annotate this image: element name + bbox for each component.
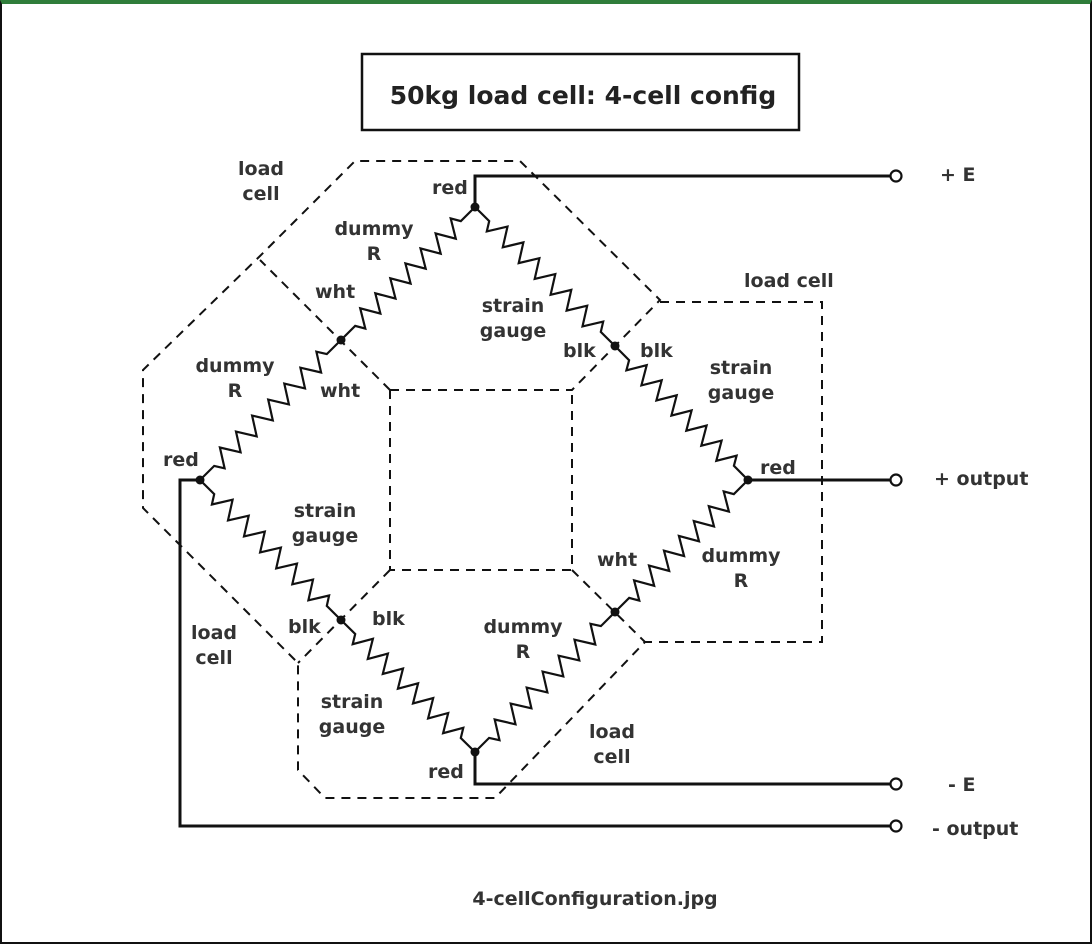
load-cell-outlines (142, 160, 823, 799)
node-upper-left (336, 335, 346, 345)
label-minus-e: - E (948, 774, 975, 796)
node-right (743, 475, 753, 485)
resistor-left-bottom (199, 479, 342, 621)
label-wht-upper: wht (315, 281, 355, 303)
diagram-title: 50kg load cell: 4-cell config (390, 81, 776, 110)
wire-minus-output (178, 478, 890, 828)
terminal-plus-output (889, 473, 903, 487)
resistor-right-top (614, 345, 749, 481)
resistor-left-top (199, 339, 342, 481)
image-caption: 4-cellConfiguration.jpg (472, 888, 717, 910)
label-plus-output: + output (934, 468, 1028, 490)
terminal-minus-output (889, 819, 903, 833)
label-red-top: red (432, 177, 468, 199)
resistor-bottom-right (474, 611, 616, 753)
node-top (470, 202, 480, 212)
label-blk-bottom-left: blk (288, 616, 321, 638)
resistors (199, 206, 749, 753)
load-cell-outline-right (297, 301, 823, 799)
terminal-plus-e (889, 169, 903, 183)
label-load-cell-right: load cell (744, 270, 834, 292)
label-wht-right: wht (597, 549, 637, 571)
wire-minus-e (473, 750, 890, 786)
label-red-right: red (760, 457, 796, 479)
terminals (889, 169, 903, 833)
label-plus-e: + E (940, 164, 976, 186)
node-bottom (470, 747, 480, 757)
node-lower-left (336, 615, 346, 625)
load-cell-outline-inner-right (297, 569, 646, 664)
terminal-minus-e (889, 777, 903, 791)
resistor-top-right (474, 206, 616, 347)
node-lower-right (610, 607, 620, 617)
node-upper-right (610, 341, 620, 351)
label-red-bottom: red (428, 761, 464, 783)
label-red-left: red (163, 449, 199, 471)
node-left (195, 475, 205, 485)
title-box (360, 52, 801, 132)
resistor-right-bottom (614, 479, 749, 613)
resistor-bottom-left (340, 619, 476, 753)
load-cell-outline-center-bottom (389, 390, 573, 571)
label-wht-lower: wht (320, 380, 360, 402)
label-blk-top-right: blk (640, 340, 673, 362)
resistor-top-left (340, 206, 476, 341)
wires (178, 174, 890, 828)
label-blk-top-left: blk (563, 340, 596, 362)
wire-plus-e (473, 174, 890, 209)
label-minus-output: - output (932, 818, 1018, 840)
label-blk-bottom-right: blk (372, 608, 405, 630)
junction-nodes (195, 202, 753, 757)
